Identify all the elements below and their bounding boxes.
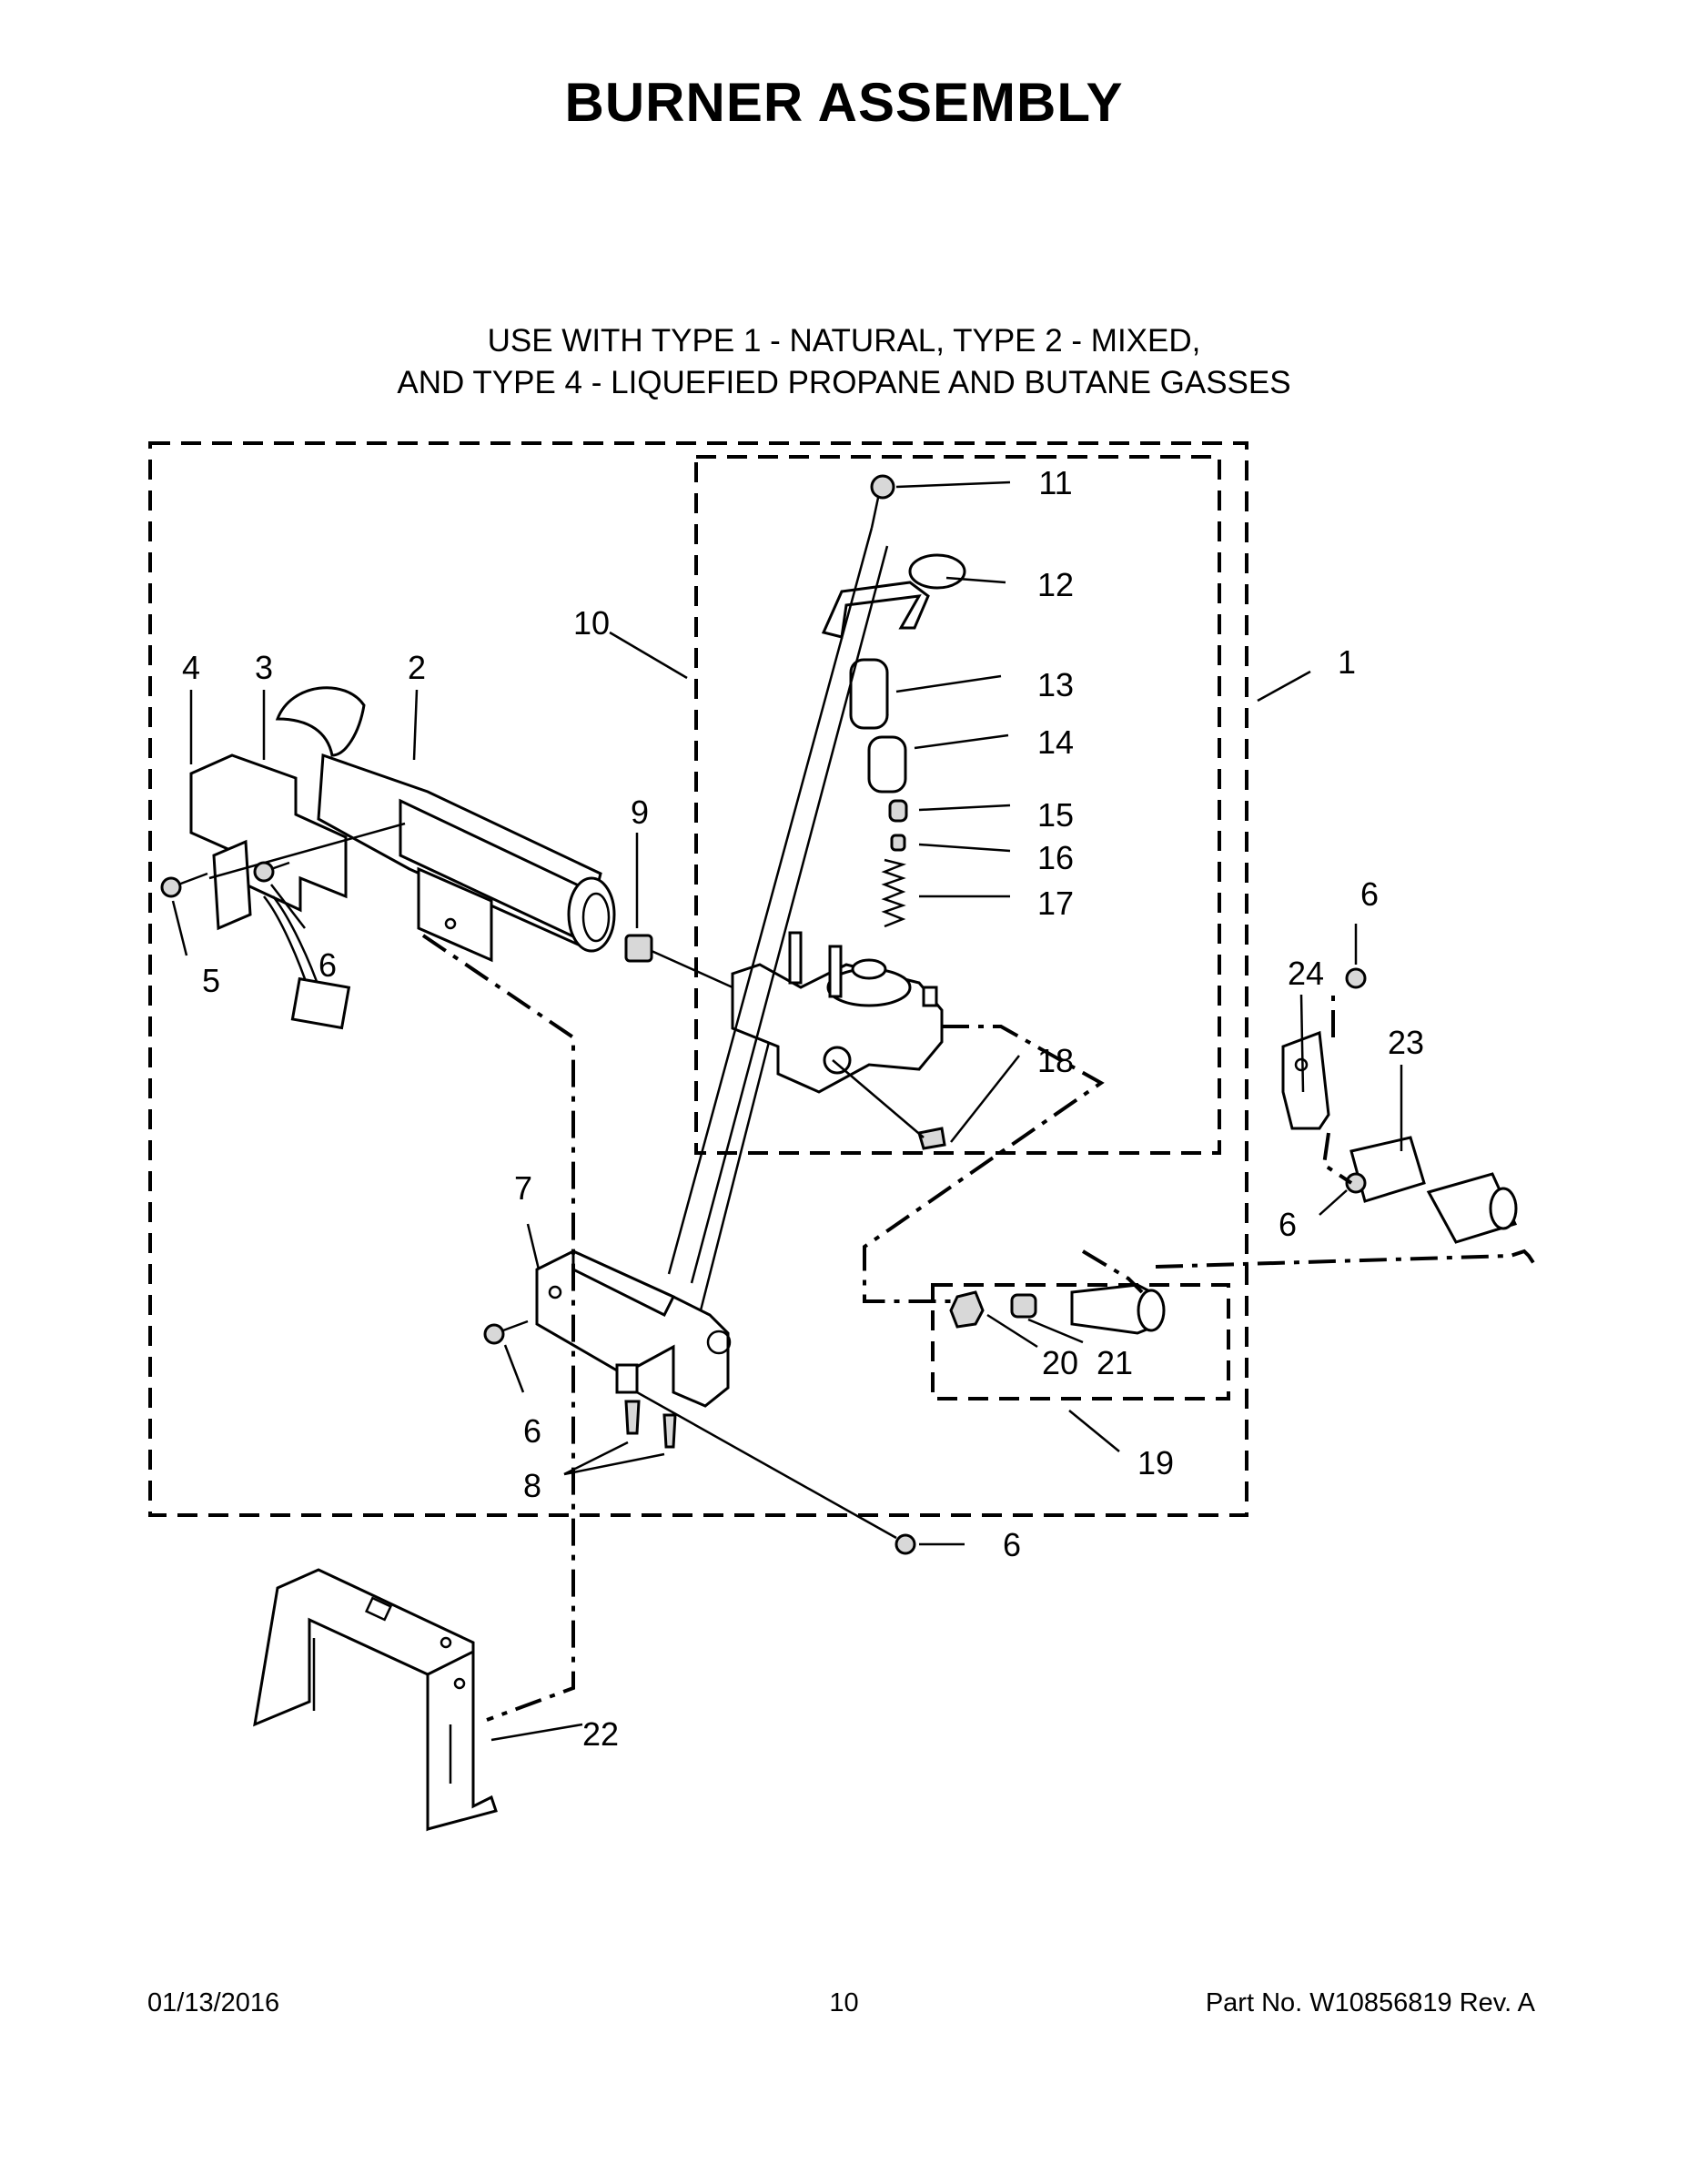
callout-5: 5 <box>202 962 220 999</box>
callout-4: 4 <box>182 649 200 686</box>
callout-17: 17 <box>1037 885 1074 922</box>
subtitle-line-1: USE WITH TYPE 1 - NATURAL, TYPE 2 - MIXE… <box>487 323 1201 359</box>
footer-part-number: Part No. W10856819 Rev. A <box>1205 1988 1535 2017</box>
callout-6-lower: 6 <box>1003 1526 1021 1563</box>
route-line-5 <box>1321 1132 1353 1185</box>
callout-6-sensor-bottom: 6 <box>1279 1206 1297 1243</box>
callout-10: 10 <box>573 604 610 642</box>
route-line-4 <box>1155 1249 1540 1271</box>
gas-valve <box>731 474 966 1150</box>
callout-6-bracket: 6 <box>523 1412 541 1450</box>
valve-boundary-inner <box>694 455 1221 1155</box>
inlet-fitting <box>624 934 733 989</box>
callout-6-igniter: 6 <box>318 946 337 984</box>
callout-16: 16 <box>1037 839 1074 876</box>
guide-line-b <box>690 545 889 1284</box>
callout-7: 7 <box>514 1169 532 1207</box>
igniter-screws <box>160 861 290 898</box>
callout-14: 14 <box>1037 723 1074 761</box>
callout-19: 19 <box>1137 1444 1174 1481</box>
mounting-bracket <box>535 1249 732 1408</box>
subtitle-line-2: AND TYPE 4 - LIQUEFIED PROPANE AND BUTAN… <box>397 365 1291 400</box>
orifice-boundary <box>931 1283 1230 1400</box>
callout-22: 22 <box>582 1715 619 1753</box>
burner-tube <box>275 686 616 963</box>
callout-24: 24 <box>1288 955 1324 992</box>
footer-date: 01/13/2016 <box>147 1988 280 2017</box>
diagram-subtitle: USE WITH TYPE 1 - NATURAL, TYPE 2 - MIXE… <box>0 320 1688 404</box>
flame-sensor <box>1281 967 1518 1244</box>
guide-line-c <box>699 1041 771 1311</box>
callout-6-sensor-top: 6 <box>1360 875 1379 913</box>
callout-2: 2 <box>408 649 426 686</box>
route-line-3 <box>1081 1249 1144 1294</box>
callout-12: 12 <box>1037 566 1074 603</box>
igniter-assembly <box>189 753 406 1030</box>
callout-20: 20 <box>1042 1344 1078 1381</box>
route-line-1 <box>421 934 575 1722</box>
callout-9: 9 <box>631 794 649 831</box>
callout-18: 18 <box>1037 1042 1074 1079</box>
callout-21: 21 <box>1097 1344 1133 1381</box>
callout-3: 3 <box>255 649 273 686</box>
leader-lines <box>171 480 1403 1742</box>
orifice-parts <box>949 1283 1166 1335</box>
callout-8: 8 <box>523 1467 541 1504</box>
page-title: BURNER ASSEMBLY <box>564 72 1124 133</box>
callout-23: 23 <box>1388 1024 1424 1061</box>
bracket-screws <box>483 1320 916 1555</box>
guide-line-a <box>667 527 874 1275</box>
callout-11: 11 <box>1038 464 1072 501</box>
route-line-2 <box>863 1025 1105 1303</box>
callout-13: 13 <box>1037 666 1074 703</box>
callout-1: 1 <box>1338 643 1356 681</box>
footer-page-number: 10 <box>829 1988 859 2017</box>
support-bracket <box>253 1568 498 1832</box>
callout-15: 15 <box>1037 796 1074 834</box>
